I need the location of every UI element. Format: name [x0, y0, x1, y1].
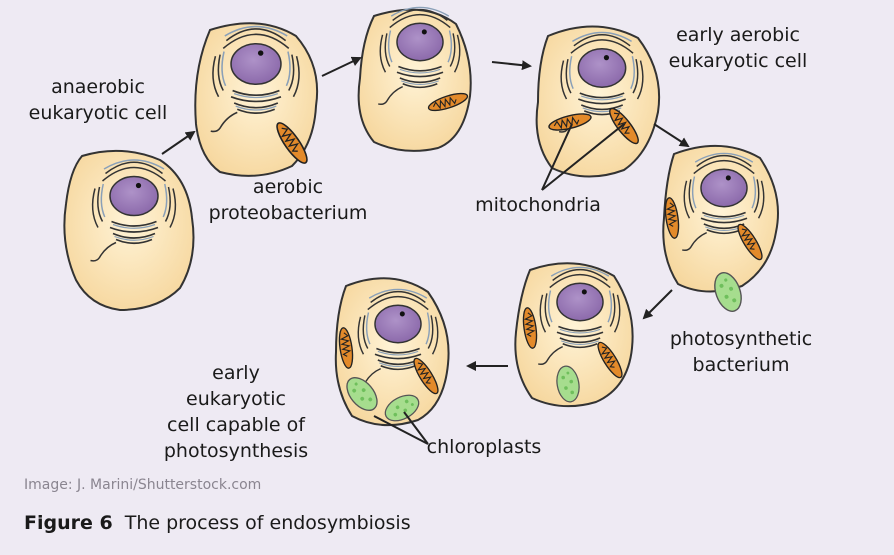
label-early-eukaryotic-photosynthesis: early eukaryotic cell capable of photosy… — [163, 362, 309, 462]
endosymbiosis-diagram — [63, 6, 779, 445]
anaerobic-cell — [63, 149, 195, 312]
label-photosynthetic-bacterium: photosynthetic bacterium — [669, 328, 813, 376]
engulfed-cell — [357, 6, 472, 152]
label-chloroplasts: chloroplasts — [426, 436, 542, 458]
figure-number: Figure 6 — [24, 512, 113, 534]
label-early-aerobic-eukaryotic-cell: early aerobic eukaryotic cell — [668, 24, 808, 72]
early-aerobic-cell — [535, 25, 661, 178]
label-aerobic-proteobacterium: aerobic proteobacterium — [208, 176, 368, 224]
image-credit: Image: J. Marini/Shutterstock.com — [24, 477, 262, 493]
arrows — [161, 56, 690, 371]
pointer-lines — [373, 123, 625, 445]
early-photosynthetic-cell — [334, 277, 450, 427]
cell-engulfing-chloroplast — [514, 262, 634, 408]
figure-caption-text: The process of endosymbiosis — [124, 512, 411, 534]
cell-with-photosynthetic-bacterium — [662, 145, 779, 293]
figure-caption: Figure 6 The process of endosymbiosis — [24, 512, 411, 534]
label-mitochondria: mitochondria — [475, 194, 601, 216]
label-anaerobic-eukaryotic-cell: anaerobic eukaryotic cell — [28, 76, 168, 124]
